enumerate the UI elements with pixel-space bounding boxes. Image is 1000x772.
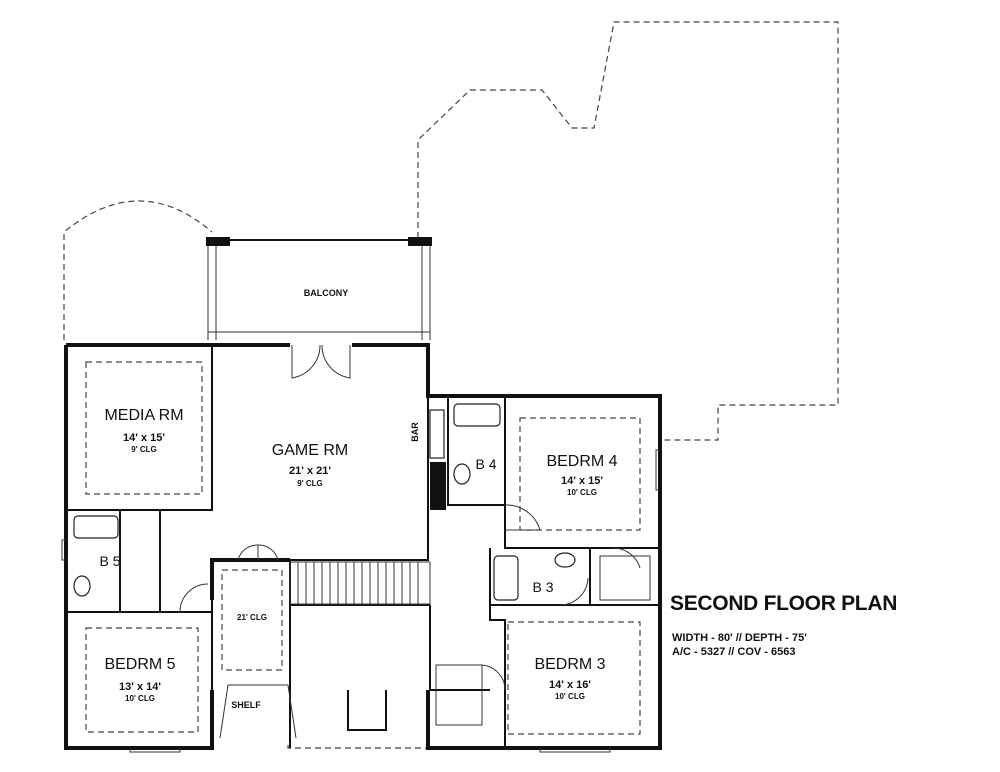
media-room-name: MEDIA RM <box>104 407 183 424</box>
game-room-name: GAME RM <box>272 442 348 459</box>
bath-fixtures <box>73 403 576 601</box>
bath4-label: B 4 <box>475 456 496 472</box>
shelf-label: SHELF <box>231 700 261 710</box>
roof-outline <box>63 21 839 749</box>
closets <box>219 462 651 739</box>
closet-clg: 21' CLG <box>237 613 267 622</box>
bedrm3-clg: 10' CLG <box>555 692 585 701</box>
interior-walls <box>66 345 660 748</box>
plan-area: A/C - 5327 // COV - 6563 <box>672 646 796 658</box>
bar-label: BAR <box>410 422 420 442</box>
bedrm5-clg: 10' CLG <box>125 694 155 703</box>
plan-dimensions: WIDTH - 80' // DEPTH - 75' <box>672 632 807 644</box>
doors <box>179 344 641 691</box>
room-labels: MEDIA RM 14' x 15' 9' CLG GAME RM 21' x … <box>99 407 617 710</box>
media-room-dim: 14' x 15' <box>123 432 165 444</box>
plan-title: SECOND FLOOR PLAN <box>670 592 898 615</box>
bedrm4-clg: 10' CLG <box>567 488 597 497</box>
bedrm3-name: BEDRM 3 <box>534 656 605 673</box>
balcony: BALCONY <box>206 237 432 340</box>
balcony-label: BALCONY <box>304 288 349 298</box>
bath3-label: B 3 <box>532 579 553 595</box>
windows <box>61 449 660 753</box>
bedrm5-dim: 13' x 14' <box>119 681 161 693</box>
bedrm5-name: BEDRM 5 <box>104 656 175 673</box>
bedrm4-dim: 14' x 15' <box>561 475 603 487</box>
game-room-clg: 9' CLG <box>297 479 322 488</box>
bedrm4-name: BEDRM 4 <box>546 453 617 470</box>
ceiling-outlines <box>85 361 641 735</box>
bedrm3-dim: 14' x 16' <box>549 679 591 691</box>
stairs <box>289 561 431 605</box>
media-room-clg: 9' CLG <box>131 445 156 454</box>
game-room-dim: 21' x 21' <box>289 465 331 477</box>
bath5-label: B 5 <box>99 553 120 569</box>
